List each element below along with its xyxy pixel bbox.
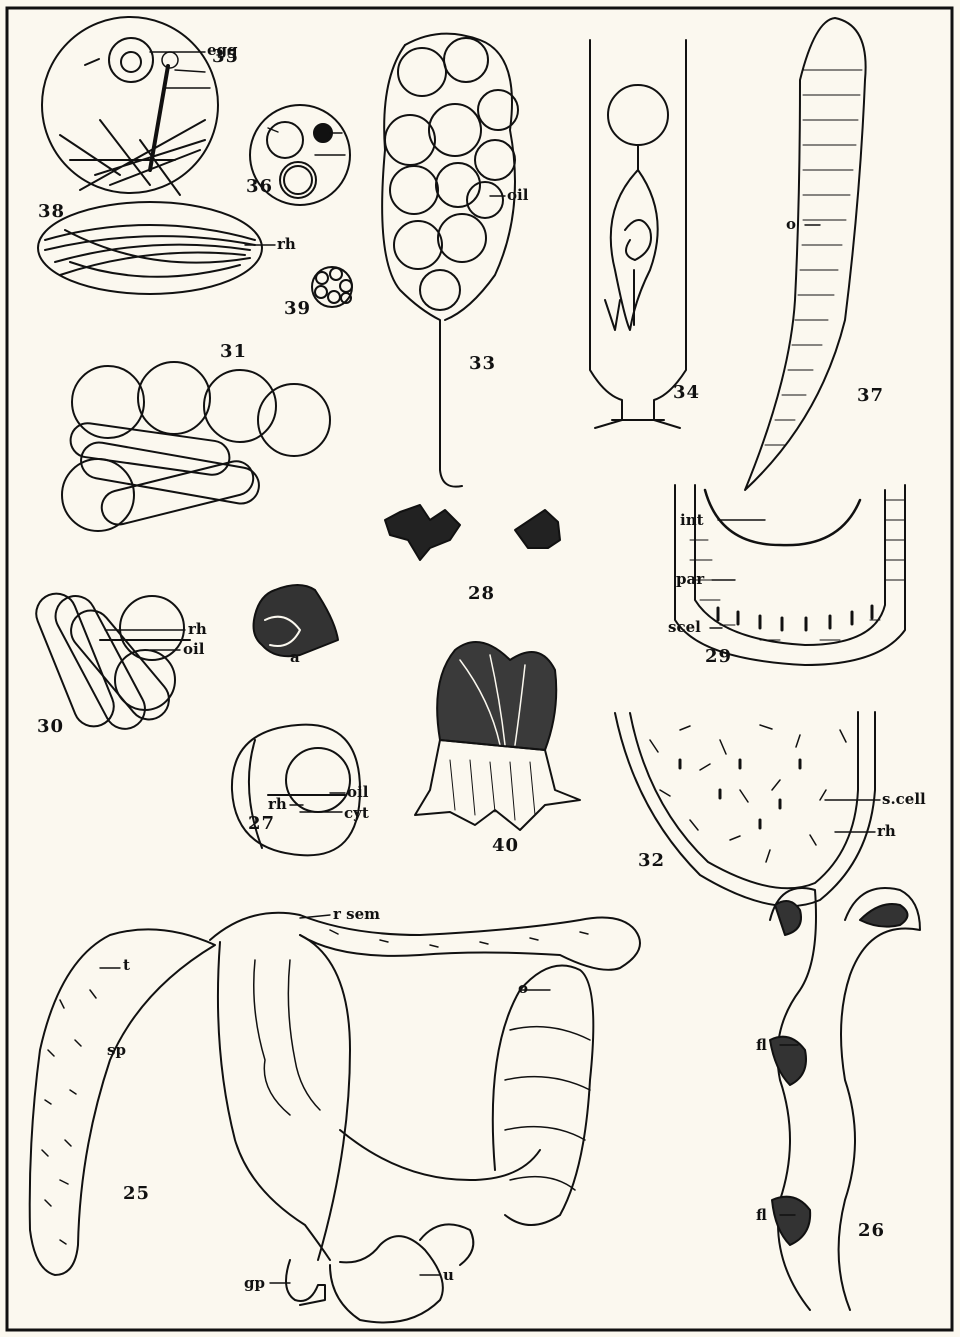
figure-39-drawing — [312, 267, 352, 307]
figure-35-drawing — [382, 34, 518, 487]
figure-27-drawing — [232, 725, 360, 856]
figure-number-34: 36 — [246, 178, 273, 196]
label-28-a: a — [290, 650, 300, 665]
figure-number-26: 26 — [858, 1222, 885, 1240]
label-30-oil: oil — [183, 642, 204, 657]
label-25-o: o — [518, 981, 528, 996]
label-30-rh: rh — [188, 622, 207, 637]
label-38-rh: rh — [277, 237, 296, 252]
label-29-int: int — [680, 513, 704, 528]
figure-30-drawing — [30, 588, 190, 736]
figure-number-30: 30 — [37, 718, 64, 736]
label-29-scel: scel — [668, 620, 701, 635]
label-26-fl-upper: fl — [756, 1038, 767, 1053]
figure-26-drawing — [770, 888, 920, 1310]
label-29-par: par — [676, 572, 704, 587]
label-33-oil: egg — [207, 43, 238, 58]
figure-number-25: 25 — [123, 1185, 150, 1203]
label-26-fl-lower: fl — [756, 1208, 767, 1223]
label-27-oil: oil — [347, 785, 368, 800]
figure-number-40: 40 — [492, 837, 519, 855]
figure-number-27: 27 — [248, 815, 275, 833]
label-25-u: u — [443, 1268, 454, 1283]
label-32-rh: rh — [877, 824, 896, 839]
figure-number-37: 37 — [857, 387, 884, 405]
label-25-gp: gp — [244, 1276, 265, 1291]
figure-number-31: 31 — [220, 343, 247, 361]
label-27-rh: rh — [268, 797, 287, 812]
figure-number-29: 29 — [705, 648, 732, 666]
label-25-r-sem: r sem — [333, 907, 380, 922]
figure-number-39: 39 — [284, 300, 311, 318]
figure-number-28: 28 — [468, 585, 495, 603]
label-35-egg: oil — [507, 188, 528, 203]
figure-37-drawing — [745, 18, 866, 490]
figure-number-32: 32 — [638, 852, 665, 870]
figure-40-drawing — [415, 642, 580, 830]
figure-number-36: 34 — [673, 384, 700, 402]
figure-38-drawing — [38, 202, 262, 294]
figure-28-drawing — [254, 505, 560, 656]
figure-number-38: 38 — [38, 203, 65, 221]
label-37-o: o — [786, 217, 796, 232]
figure-36-drawing — [590, 40, 686, 428]
figure-25-drawing — [30, 913, 640, 1323]
label-27-cyt: cyt — [344, 806, 369, 821]
figure-31-drawing — [62, 362, 330, 531]
label-25-t: t — [123, 958, 130, 973]
figure-number-35: 33 — [469, 355, 496, 373]
label-32-s-cell: s.cell — [882, 792, 926, 807]
label-25-sp: sp — [107, 1043, 126, 1058]
figure-33-drawing — [42, 17, 218, 195]
figure-32-drawing — [615, 712, 875, 906]
figure-29-drawing — [675, 485, 905, 665]
